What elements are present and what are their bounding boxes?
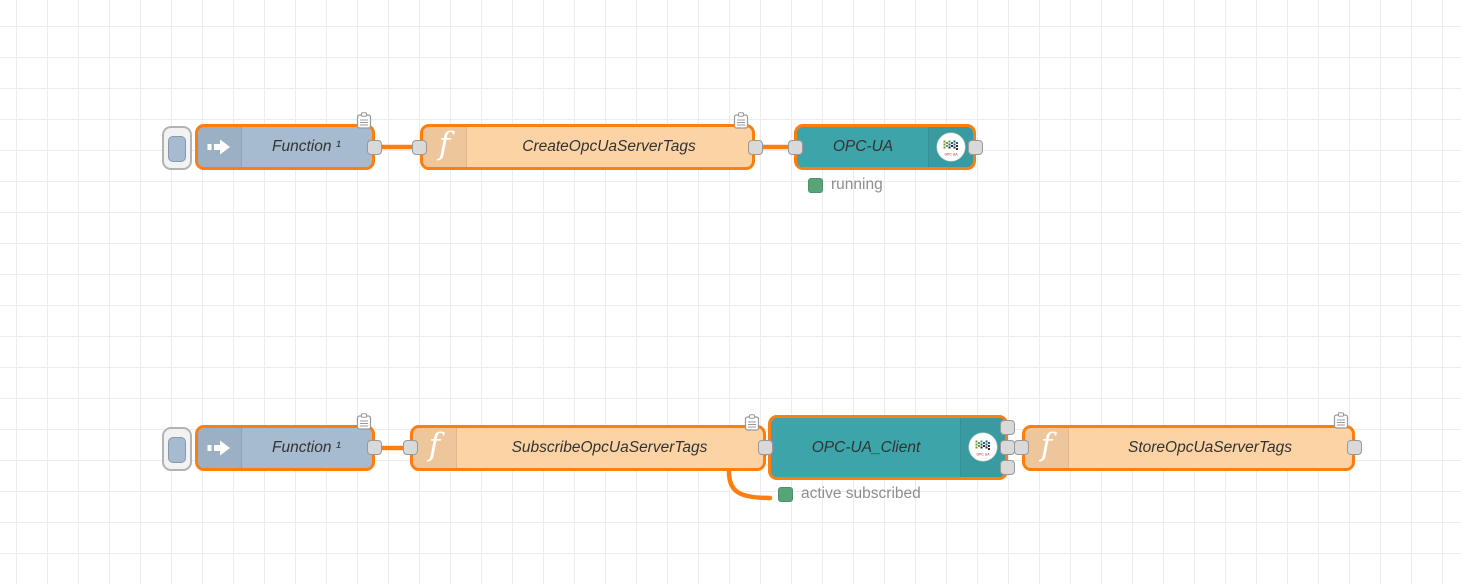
output-port-1[interactable] xyxy=(1000,420,1015,435)
note-badge-icon xyxy=(356,413,372,430)
output-port[interactable] xyxy=(1347,440,1362,455)
opcua-logo-icon: OPC UA xyxy=(968,432,998,462)
node-inject-bottom[interactable]: Function ¹ xyxy=(195,425,375,471)
inject-trigger-button-face[interactable] xyxy=(168,437,186,463)
function-icon-region: f xyxy=(1025,428,1069,468)
output-port[interactable] xyxy=(367,440,382,455)
output-port-2[interactable] xyxy=(1000,440,1015,455)
input-port[interactable] xyxy=(412,140,427,155)
node-subscribe-opcua-server-tags[interactable]: f SubscribeOpcUaServerTags xyxy=(410,425,766,471)
node-status: active subscribed xyxy=(778,485,921,503)
input-port[interactable] xyxy=(403,440,418,455)
output-port[interactable] xyxy=(367,140,382,155)
function-icon: f xyxy=(1040,427,1053,463)
input-port[interactable] xyxy=(788,140,803,155)
function-icon-region: f xyxy=(413,428,457,468)
output-port[interactable] xyxy=(748,140,763,155)
node-store-opcua-server-tags[interactable]: f StoreOpcUaServerTags xyxy=(1022,425,1355,471)
node-label: OPC-UA_Client xyxy=(811,438,921,456)
inject-trigger-button-face[interactable] xyxy=(168,136,186,162)
function-icon: f xyxy=(438,126,451,162)
node-label: Function ¹ xyxy=(272,439,341,456)
status-dot-icon xyxy=(778,486,793,502)
note-badge-icon xyxy=(356,112,372,129)
output-port[interactable] xyxy=(758,440,773,455)
input-port[interactable] xyxy=(1014,440,1029,455)
inject-icon-region xyxy=(198,428,242,468)
function-icon: f xyxy=(428,427,441,463)
inject-arrow-icon xyxy=(207,440,230,456)
inject-icon-region xyxy=(198,127,242,167)
node-label: StoreOpcUaServerTags xyxy=(1128,439,1292,456)
node-status: running xyxy=(808,176,883,194)
node-label: OPC-UA xyxy=(832,138,894,155)
note-badge-icon xyxy=(1333,412,1349,429)
inject-trigger-button[interactable] xyxy=(162,126,192,170)
status-text: running xyxy=(831,176,883,193)
opcua-logo-text: OPC UA xyxy=(945,153,959,157)
function-icon-region: f xyxy=(423,127,467,167)
note-badge-icon xyxy=(744,414,760,431)
node-label: Function ¹ xyxy=(272,138,341,155)
note-badge-icon xyxy=(733,112,749,129)
node-opcua-client[interactable]: OPC-UA_Client xyxy=(768,415,1008,480)
status-dot-icon xyxy=(808,177,823,193)
node-create-opcua-server-tags[interactable]: f CreateOpcUaServerTags xyxy=(420,124,755,170)
output-port[interactable] xyxy=(968,140,983,155)
inject-trigger-button[interactable] xyxy=(162,427,192,471)
output-port-3[interactable] xyxy=(1000,460,1015,475)
inject-arrow-icon xyxy=(207,139,230,155)
opcua-logo-icon: OPC UA xyxy=(936,132,966,162)
status-text: active subscribed xyxy=(801,485,921,502)
node-label: SubscribeOpcUaServerTags xyxy=(511,439,708,456)
node-inject-top[interactable]: Function ¹ xyxy=(195,124,375,170)
opcua-logo-text: OPC UA xyxy=(977,453,991,457)
node-label: CreateOpcUaServerTags xyxy=(522,138,696,155)
